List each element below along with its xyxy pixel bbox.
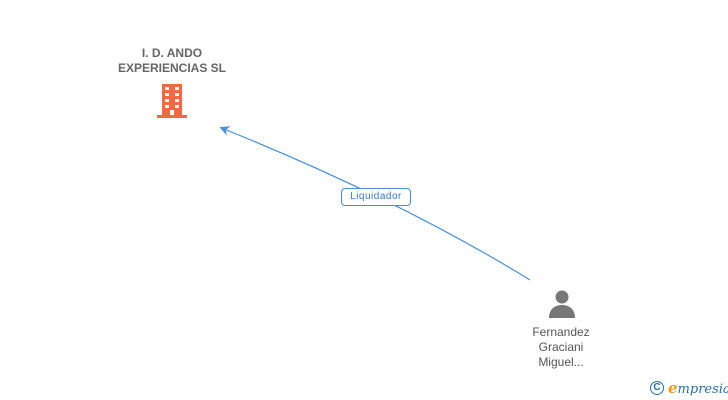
person-name-label[interactable]: Fernandez Graciani Miguel... <box>500 325 622 370</box>
person-name-line-1: Fernandez <box>532 325 590 339</box>
empresia-logo: empresia <box>668 379 728 397</box>
company-name-line-1: I. D. ANDO <box>141 46 203 60</box>
relation-label[interactable]: Liquidador <box>341 188 411 206</box>
brand-watermark: C empresia <box>650 378 728 398</box>
company-name-label[interactable]: I. D. ANDO EXPERIENCIAS SL <box>90 46 254 76</box>
person-name-line-3: Miguel... <box>538 355 584 369</box>
company-name-line-2: EXPERIENCIAS SL <box>117 61 227 75</box>
building-icon[interactable] <box>155 83 189 119</box>
person-icon[interactable] <box>547 289 577 319</box>
empresia-logo-e: e <box>668 379 678 397</box>
person-name-line-2: Graciani <box>538 340 584 354</box>
copyright-icon: C <box>650 381 664 395</box>
empresia-logo-rest: mpresia <box>677 382 728 397</box>
